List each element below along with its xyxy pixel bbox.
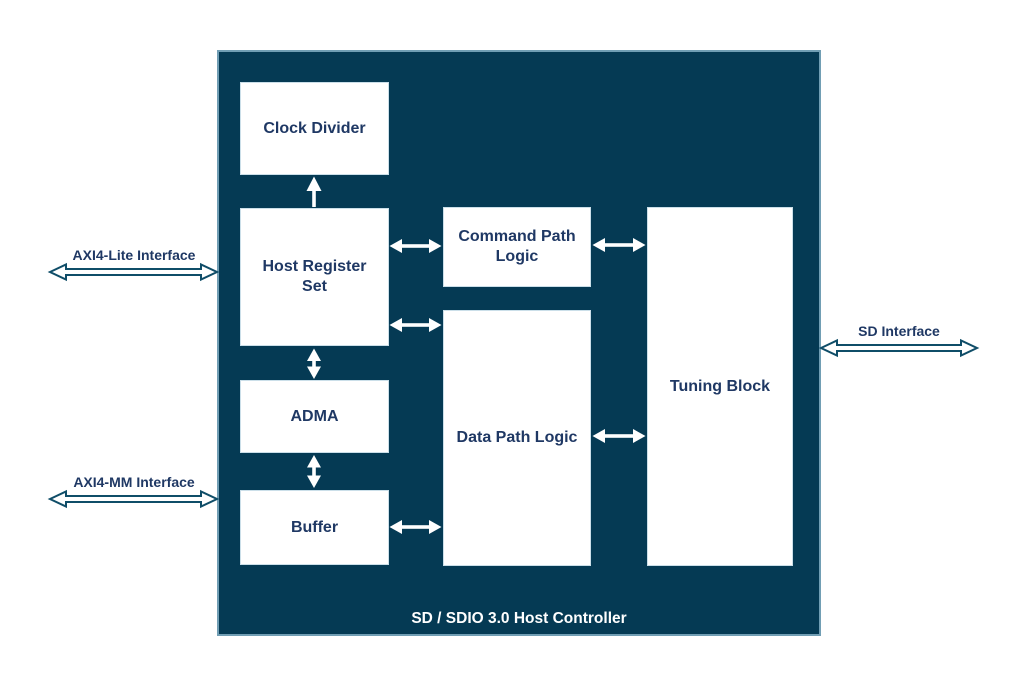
sd-interface-label: SD Interface (858, 323, 940, 339)
block-host-register-set-label: Host Register Set (262, 258, 367, 295)
axi4-lite-interface-label: AXI4-Lite Interface (72, 247, 196, 263)
block-tuning-block: Tuning Block (647, 207, 793, 566)
block-data-path-logic: Data Path Logic (443, 310, 591, 566)
axi4-lite-interface-arrow-icon (47, 262, 220, 282)
block-host-register-set: Host Register Set (240, 208, 389, 346)
block-buffer: Buffer (240, 490, 389, 565)
block-buffer-label: Buffer (290, 518, 339, 536)
block-command-path-logic-label: Command Path Logic (458, 228, 576, 265)
block-data-path-logic-label: Data Path Logic (456, 429, 578, 446)
block-clock-divider: Clock Divider (240, 82, 389, 175)
block-clock-divider-label: Clock Divider (263, 119, 366, 137)
block-adma-label: ADMA (290, 407, 339, 425)
axi4-mm-interface-label: AXI4-MM Interface (73, 474, 195, 490)
block-tuning-block-label: Tuning Block (669, 377, 771, 395)
axi4-mm-interface-arrow-icon (47, 489, 220, 509)
sd-interface-arrow-icon (818, 338, 980, 358)
controller-caption: SD / SDIO 3.0 Host Controller (411, 610, 627, 627)
block-command-path-logic: Command Path Logic (443, 207, 591, 287)
block-adma: ADMA (240, 380, 389, 453)
